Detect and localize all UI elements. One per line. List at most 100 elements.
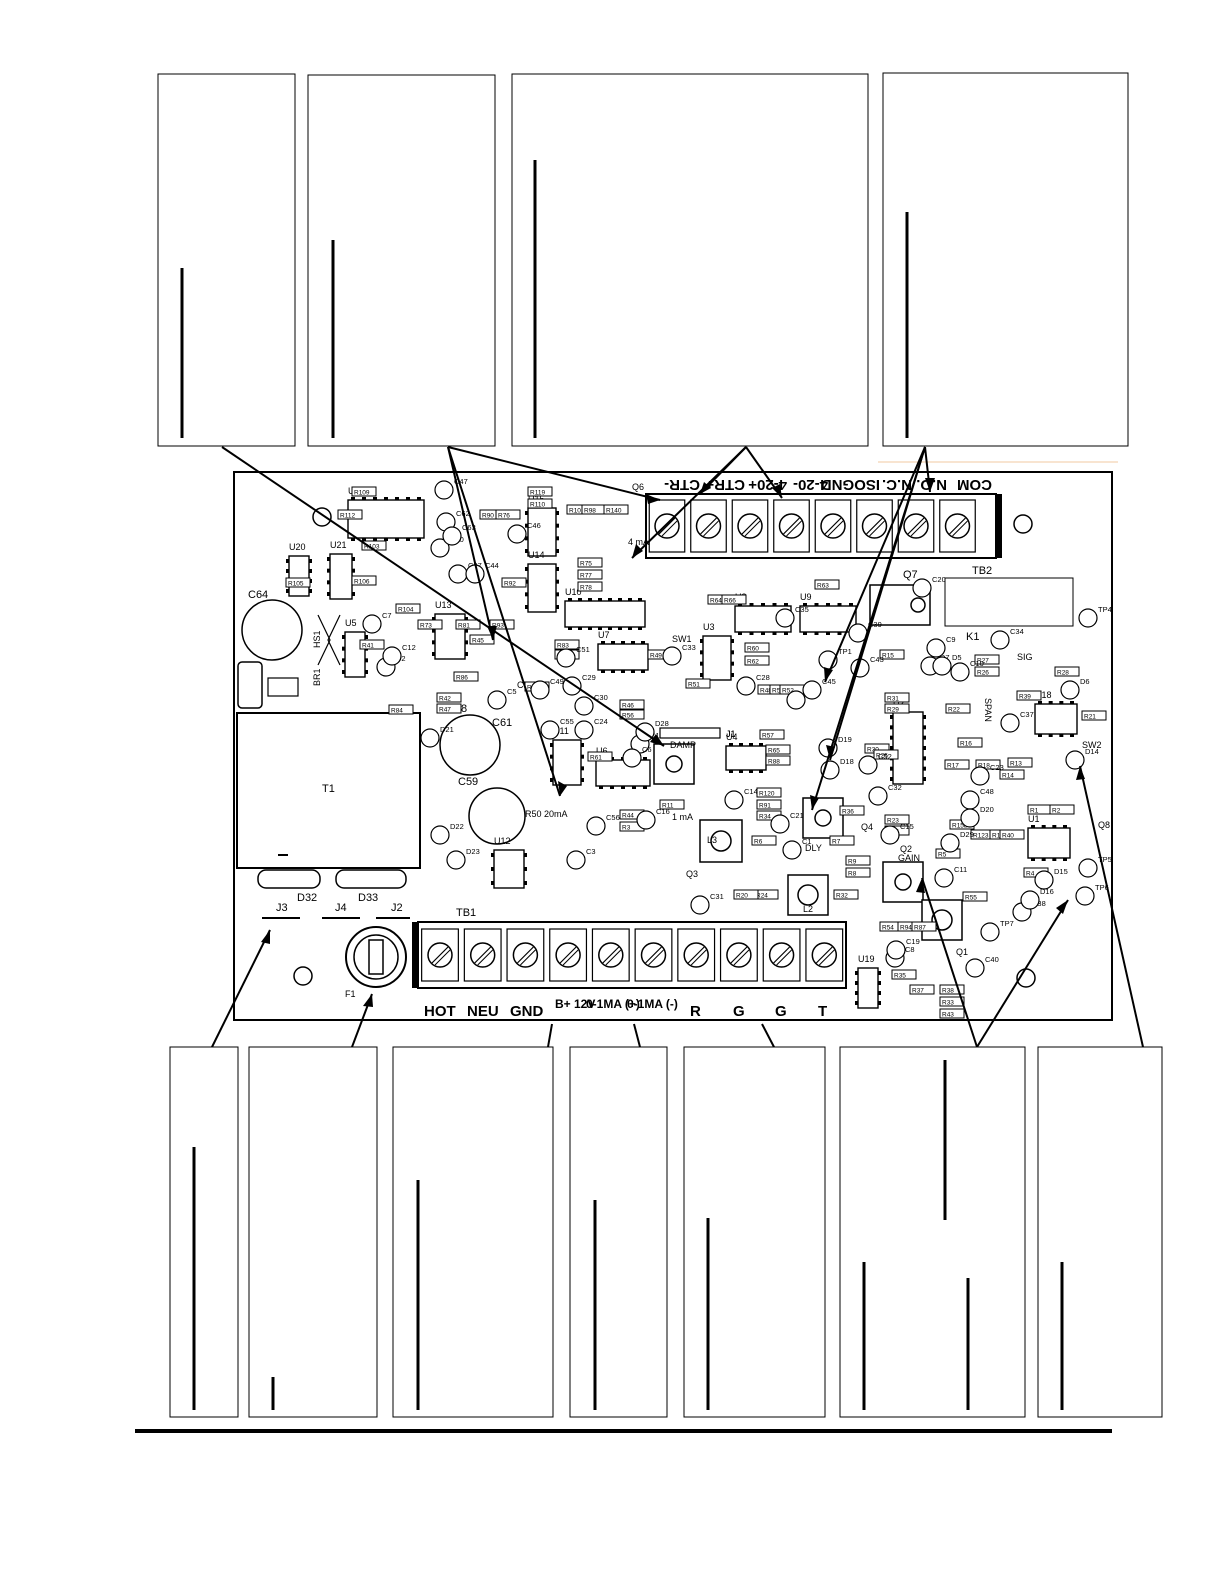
resistor-label: R26 bbox=[977, 670, 989, 677]
regulator-q7-label: Q7 bbox=[903, 569, 918, 581]
ic-pin bbox=[890, 766, 893, 771]
callout-box-bottom-2 bbox=[248, 1046, 378, 1418]
capacitor-label: D15 bbox=[1054, 867, 1068, 876]
capacitor-body bbox=[434, 480, 454, 500]
ic-pin bbox=[525, 536, 528, 541]
resistor-label: R66 bbox=[724, 598, 736, 605]
capacitor-label: D20 bbox=[980, 805, 994, 814]
ic-pin bbox=[556, 536, 559, 541]
resistor-body bbox=[527, 486, 553, 497]
ic-label-u1: U1 bbox=[1028, 814, 1040, 824]
resistor-label: R91 bbox=[759, 803, 771, 810]
resistor-label: R40 bbox=[1002, 833, 1014, 840]
capacitor-label: C34 bbox=[1010, 627, 1024, 636]
resistor-body bbox=[884, 703, 910, 714]
callout-box-top-3 bbox=[511, 73, 869, 447]
resistor-label: R78 bbox=[580, 585, 592, 592]
resistor-body bbox=[744, 655, 770, 666]
component-label: Q6 bbox=[632, 482, 644, 492]
ic-pin bbox=[588, 627, 592, 630]
capacitor-label: D14 bbox=[1085, 747, 1099, 756]
resistor-label: R90 bbox=[482, 513, 494, 520]
tb1-slot2-8 bbox=[776, 949, 792, 966]
capacitor-body bbox=[448, 564, 468, 584]
capacitor-body bbox=[465, 564, 485, 584]
ic-pin bbox=[491, 867, 494, 871]
ic-pin bbox=[432, 640, 435, 645]
resistor-label: R105 bbox=[288, 581, 304, 588]
tb2-slot-7 bbox=[949, 517, 966, 535]
ic-pin bbox=[1070, 734, 1074, 737]
resistor-label: R17 bbox=[947, 763, 959, 770]
resistor-body bbox=[469, 634, 495, 645]
resistor-label: R88 bbox=[768, 759, 780, 766]
ic-pin bbox=[772, 603, 777, 606]
callout-box-top-4 bbox=[882, 72, 1129, 447]
resistor-label: R77 bbox=[580, 573, 592, 580]
resistor-label: R47 bbox=[439, 707, 451, 714]
resistor-body bbox=[975, 759, 1001, 770]
resistor-body bbox=[879, 649, 905, 660]
ic-pin bbox=[525, 523, 528, 528]
capacitor-body bbox=[690, 895, 710, 915]
resistor-label: R14 bbox=[1002, 773, 1014, 780]
resistor-label: R22 bbox=[948, 707, 960, 714]
cap-c64 bbox=[241, 599, 303, 661]
ic-pin bbox=[598, 598, 602, 601]
ic-label-u4: U4 bbox=[726, 732, 738, 742]
resistor-body bbox=[577, 569, 603, 580]
resistor-body bbox=[659, 799, 685, 810]
callout-box-bottom-3 bbox=[392, 1046, 554, 1418]
resistor-label: R92 bbox=[504, 581, 516, 588]
ic-pin bbox=[611, 641, 615, 644]
ic-pin bbox=[568, 598, 572, 601]
fuse-label: F1 bbox=[345, 989, 356, 999]
capacitor-body bbox=[990, 630, 1010, 650]
ic-pin bbox=[1048, 701, 1053, 704]
ic-pin bbox=[700, 639, 703, 643]
trim-damp-label: DAMP bbox=[670, 740, 696, 750]
resistor-body bbox=[829, 835, 855, 846]
resistor-label: R39 bbox=[1019, 694, 1031, 701]
ic-pin bbox=[550, 778, 553, 782]
capacitor-body bbox=[1078, 608, 1098, 628]
tb1-slot-2 bbox=[516, 946, 534, 964]
resistor-label: R103 bbox=[364, 544, 380, 551]
ic-u15 bbox=[527, 507, 557, 557]
capacitor-label: C30 bbox=[594, 693, 608, 702]
resistor-label: R123 bbox=[973, 833, 989, 840]
ic-u3 bbox=[702, 635, 732, 681]
resistor-body bbox=[884, 814, 910, 825]
resistor-label: R63 bbox=[817, 583, 829, 590]
tb1-slot2-4 bbox=[605, 949, 622, 966]
capacitor-label: C52 bbox=[878, 752, 892, 761]
tb1-slot-1 bbox=[474, 946, 492, 964]
resistor-label: R93 bbox=[492, 623, 504, 630]
ic-pin bbox=[923, 766, 926, 771]
resistor-label: R5 bbox=[938, 852, 947, 859]
resistor-label: R81 bbox=[458, 623, 470, 630]
resistor-label: R83 bbox=[557, 643, 569, 650]
diode-d33-label: D33 bbox=[358, 892, 378, 904]
capacitor-body bbox=[556, 648, 576, 668]
ic-pin bbox=[855, 981, 858, 985]
ic-pin bbox=[373, 538, 377, 541]
ic-pin bbox=[588, 598, 592, 601]
ic-label-u12: U12 bbox=[494, 836, 511, 846]
resistor-body bbox=[957, 737, 983, 748]
ic-pin bbox=[890, 725, 893, 730]
capacitor-label: D16 bbox=[1040, 887, 1054, 896]
capacitor-label: C33 bbox=[682, 643, 696, 652]
ic-pin bbox=[814, 632, 819, 635]
resistor-label: R35 bbox=[894, 973, 906, 980]
ic-pin bbox=[837, 632, 842, 635]
resistor-label: R62 bbox=[747, 659, 759, 666]
ic-pin bbox=[923, 735, 926, 740]
resistor-body bbox=[417, 619, 443, 630]
tb1-slot2-7 bbox=[733, 949, 750, 966]
capacitor-body bbox=[420, 728, 440, 748]
ic-pin bbox=[406, 538, 410, 541]
capacitor-label: C21 bbox=[790, 811, 804, 820]
tb1-slot-4 bbox=[602, 946, 620, 964]
ic-pin bbox=[759, 770, 763, 773]
